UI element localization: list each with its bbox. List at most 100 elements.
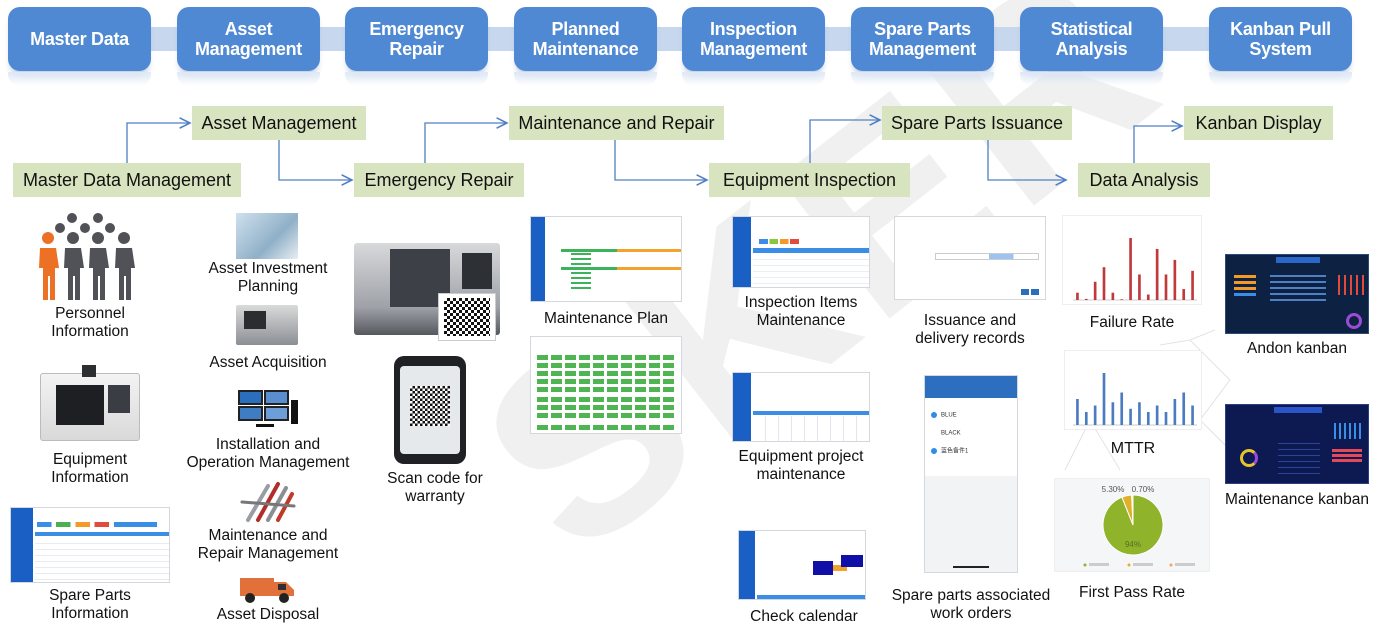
bar	[1102, 373, 1106, 425]
maintenance-plan-gantt-thumbnail	[530, 216, 682, 302]
bar	[1129, 238, 1132, 300]
maintenance-task-grid-thumbnail	[530, 336, 682, 434]
failure-rate-chart-thumbnail	[1062, 215, 1202, 305]
stage-spare-parts-management: Spare Parts Management	[851, 7, 994, 71]
mobile-spare-parts-screen-thumbnail: BLUE BLACK 蓝色备件1	[924, 375, 1018, 573]
monitors-image	[236, 388, 298, 430]
legend-marker	[1127, 563, 1131, 567]
stage-reflection	[851, 72, 994, 86]
connector	[424, 123, 507, 163]
stage-reflection	[177, 72, 320, 86]
label-failure-rate: Failure Rate	[1089, 314, 1175, 331]
tools-icon	[240, 482, 296, 522]
bar	[1129, 408, 1132, 425]
stage-inspection-management: Inspection Management	[682, 7, 825, 71]
label-maintenance-kanban: Maintenance kanban	[1225, 491, 1369, 508]
inspection-items-screen-thumbnail	[732, 216, 870, 288]
pie-label: 94%	[1125, 540, 1141, 549]
asset-acquisition-machine-image	[236, 305, 298, 345]
bar	[1093, 281, 1097, 300]
phone-list-item-label: BLUE	[941, 412, 957, 419]
stage-statistical-analysis: Statistical Analysis	[1020, 7, 1163, 71]
bar	[1076, 399, 1079, 425]
phone-list-item-label: BLACK	[941, 430, 961, 437]
label-issuance-delivery-records: Issuance and delivery records	[915, 312, 1025, 347]
bar	[1093, 405, 1097, 425]
spare-parts-screen-thumbnail	[10, 507, 170, 583]
connector	[1133, 126, 1182, 163]
pie-label: 0.70%	[1132, 485, 1155, 494]
stage-reflection	[1020, 72, 1163, 86]
label-scan-code-warranty: Scan code for warranty	[387, 470, 483, 505]
bar	[1102, 267, 1106, 300]
connector	[987, 140, 1066, 180]
stage-reflection	[1209, 72, 1352, 86]
bar	[1084, 412, 1088, 425]
label-asset-disposal: Asset Disposal	[216, 606, 320, 623]
stage-emergency-repair: Emergency Repair	[345, 7, 488, 71]
legend-text	[1089, 563, 1109, 566]
label-maintenance-plan: Maintenance Plan	[543, 310, 669, 327]
flow-master-data-management: Master Data Management	[13, 163, 241, 197]
bar	[1191, 270, 1194, 300]
flow-maintenance-and-repair: Maintenance and Repair	[509, 106, 724, 140]
label-personnel-information: Personnel Information	[51, 305, 129, 340]
stage-reflection	[8, 72, 151, 86]
investment-planning-image	[236, 213, 298, 259]
flow-asset-management: Asset Management	[192, 106, 366, 140]
bar	[1138, 274, 1141, 300]
stage-reflection	[514, 72, 657, 86]
label-first-pass-rate: First Pass Rate	[1079, 584, 1185, 601]
flow-spare-parts-issuance: Spare Parts Issuance	[882, 106, 1072, 140]
bar	[1164, 274, 1168, 300]
stage-kanban-pull-system: Kanban Pull System	[1209, 7, 1352, 71]
legend-text	[1175, 563, 1195, 566]
checkbox-icon	[931, 412, 937, 418]
checkbox-icon	[931, 430, 937, 436]
bar	[1164, 412, 1168, 425]
personnel-group-icon	[39, 213, 135, 300]
check-calendar-screen-thumbnail	[738, 530, 866, 600]
cnc-lathe-with-qr-image	[352, 243, 500, 341]
bar	[1155, 405, 1159, 425]
connector	[809, 120, 880, 163]
stage-reflection	[682, 72, 825, 86]
andon-kanban-dashboard-thumbnail	[1225, 254, 1369, 334]
label-maintenance-repair-management: Maintenance and Repair Management	[197, 527, 339, 562]
bar	[1111, 292, 1115, 300]
bar	[1173, 399, 1177, 425]
stage-asset-management: Asset Management	[177, 7, 320, 71]
label-installation-operation-management: Installation and Operation Management	[186, 436, 350, 471]
bar	[1084, 298, 1088, 300]
label-mttr: MTTR	[1110, 440, 1156, 457]
phone-list-item: BLACK	[931, 430, 1015, 444]
flow-emergency-repair: Emergency Repair	[354, 163, 524, 197]
stage-planned-maintenance: Planned Maintenance	[514, 7, 657, 71]
flow-data-analysis: Data Analysis	[1078, 163, 1210, 197]
mttr-chart-thumbnail	[1064, 350, 1202, 430]
equipment-project-screen-thumbnail	[732, 372, 870, 442]
bar	[1146, 294, 1150, 300]
phone-list-item-label: 蓝色备件1	[941, 448, 969, 455]
label-inspection-items-maintenance: Inspection Items Maintenance	[744, 294, 858, 329]
issuance-form-thumbnail	[894, 216, 1046, 300]
label-check-calendar: Check calendar	[750, 608, 858, 625]
first-pass-rate-chart: 5.30% 0.70% 94%	[1054, 478, 1210, 572]
label-asset-investment-planning: Asset Investment Planning	[208, 260, 328, 295]
bar	[1138, 402, 1141, 425]
label-andon-kanban: Andon kanban	[1247, 340, 1347, 357]
machining-center-image	[36, 363, 144, 445]
garbage-truck-icon	[240, 578, 294, 603]
pie-label: 5.30%	[1102, 485, 1125, 494]
bar	[1182, 289, 1186, 300]
label-equipment-project-maintenance: Equipment project maintenance	[738, 448, 864, 483]
label-spare-parts-information: Spare Parts Information	[49, 587, 131, 622]
bar	[1076, 292, 1079, 300]
label-asset-acquisition: Asset Acquisition	[209, 354, 327, 371]
connector	[278, 140, 352, 180]
label-equipment-information: Equipment Information	[51, 451, 129, 486]
legend-text	[1133, 563, 1153, 566]
bar	[1173, 259, 1177, 300]
connector	[126, 123, 190, 163]
